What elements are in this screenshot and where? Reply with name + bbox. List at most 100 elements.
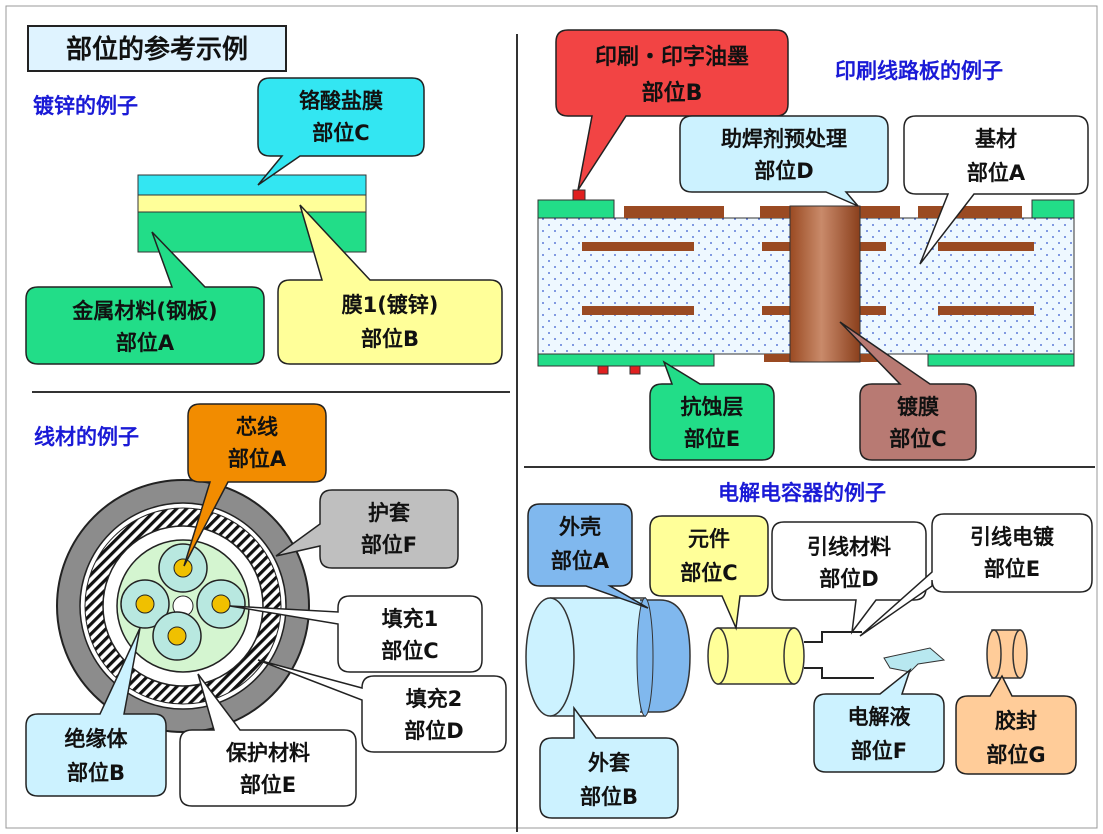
element-end <box>707 627 729 685</box>
conductors <box>120 543 246 661</box>
seal-line1: 胶封 <box>995 709 1037 733</box>
seal-line2: 部位G <box>986 743 1045 767</box>
callout-lead-plating: 引线电镀 部位E <box>859 513 1093 637</box>
callout-core: 芯线 部位A <box>183 403 327 567</box>
ink-line1: 印刷・印字油墨 <box>595 44 749 70</box>
base-line2: 部位A <box>967 161 1026 185</box>
film-line1: 膜1(镀锌) <box>342 293 439 317</box>
callout-plating: 镀膜 部位C <box>839 321 977 461</box>
chromate-line2: 部位C <box>312 121 369 145</box>
plating-line1: 镀膜 <box>897 395 939 419</box>
resist-line1: 抗蚀层 <box>681 395 744 419</box>
insulator-line1: 绝缘体 <box>65 727 129 751</box>
jacket-line2: 部位F <box>361 533 417 557</box>
page-title: 部位的参考示例 <box>66 34 248 65</box>
case-rim <box>636 597 654 717</box>
pcb-ink-mark <box>597 365 609 375</box>
electrolyte-line2: 部位F <box>851 739 907 763</box>
protective-line1: 保护材料 <box>225 741 310 765</box>
sleeve-line2: 部位B <box>580 785 638 809</box>
pcb-inner-trace <box>938 242 1034 251</box>
film-line2: 部位B <box>361 327 419 351</box>
callout-chromate: 铬酸盐膜 部位C <box>257 77 425 186</box>
flux-line1: 助焊剂预处理 <box>721 127 847 151</box>
electrolyte-drop <box>883 647 946 673</box>
lead-material-line1: 引线材料 <box>807 535 891 559</box>
pcb-top-resist-left <box>537 199 615 219</box>
callout-film: 膜1(镀锌) 部位B <box>277 204 503 365</box>
insulator-line2: 部位B <box>67 761 125 785</box>
electrolyte-line1: 电解液 <box>848 705 911 729</box>
callout-metal: 金属材料(钢板) 部位A <box>25 231 265 365</box>
pcb-title: 印刷线路板的例子 <box>835 59 1003 83</box>
lead-lower <box>804 667 874 679</box>
pcb-inner-trace <box>938 306 1034 315</box>
lead-upper <box>804 631 862 643</box>
filler2-line2: 部位D <box>404 719 463 743</box>
zinc-layer <box>137 194 367 213</box>
galvanized-title: 镀锌的例子 <box>33 94 138 118</box>
flux-line2: 部位D <box>754 159 813 183</box>
pcb-section: 印刷线路板的例子 印刷・印字油墨 部位B 助焊剂预处理 <box>537 29 1089 461</box>
callout-insulator: 绝缘体 部位B <box>25 627 167 797</box>
capacitor-section: 电解电容器的例子 外壳 部位A 元件 部位C <box>525 481 1093 819</box>
callout-flux: 助焊剂预处理 部位D <box>679 115 889 207</box>
pcb-via <box>789 205 861 363</box>
outer-frame <box>5 5 1098 829</box>
pcb-inner-trace <box>582 306 694 315</box>
pcb-bottom-resist-left <box>537 353 715 367</box>
callout-lead-material: 引线材料 部位D <box>771 521 927 635</box>
plating-line2: 部位C <box>889 427 946 451</box>
callout-filler2: 填充2 部位D <box>257 659 507 753</box>
case-line1: 外壳 <box>559 515 601 539</box>
filler1-line1: 填充1 <box>382 607 439 631</box>
callout-resist: 抗蚀层 部位E <box>649 360 775 461</box>
sleeve-line1: 外套 <box>588 751 630 775</box>
lead-plating-line2: 部位E <box>984 557 1040 581</box>
pcb-ink-mark <box>629 365 641 375</box>
callout-jacket: 护套 部位F <box>275 489 459 569</box>
page-title-box <box>27 25 287 72</box>
lead-plating-line1: 引线电镀 <box>970 525 1055 549</box>
callout-filler1: 填充1 部位C <box>229 595 483 673</box>
capacitor-title: 电解电容器的例子 <box>718 481 886 505</box>
pcb-top-trace-3 <box>918 206 1022 218</box>
chromate-layer <box>137 174 367 196</box>
metal-line1: 金属材料(钢板) <box>71 299 217 323</box>
callout-electrolyte: 电解液 部位F <box>813 667 945 773</box>
callout-protective: 保护材料 部位E <box>179 673 357 807</box>
filler1-line2: 部位C <box>381 639 438 663</box>
element-line1: 元件 <box>688 527 730 551</box>
core-line2: 部位A <box>228 447 287 471</box>
seal-end <box>1012 629 1028 679</box>
metal-line2: 部位A <box>116 331 175 355</box>
callout-sleeve: 外套 部位B <box>539 705 679 819</box>
pcb-top-trace-1 <box>624 206 724 218</box>
lead-material-line2: 部位D <box>819 567 878 591</box>
pcb-inner-trace <box>582 242 694 251</box>
ink-line2: 部位B <box>642 80 703 106</box>
resist-line2: 部位E <box>684 427 740 451</box>
pcb-bottom-resist-right <box>927 353 1075 367</box>
callout-case: 外壳 部位A <box>527 503 649 609</box>
wire-cross-section <box>56 479 310 733</box>
sleeve-end <box>525 597 575 717</box>
core-line1: 芯线 <box>236 415 278 439</box>
galvanized-section: 镀锌的例子 铬酸盐膜 部位C 金属材料(钢板) 部位A 膜1(镀锌) 部位B <box>25 77 503 365</box>
callout-base: 基材 部位A <box>903 115 1089 265</box>
element-line2: 部位C <box>680 561 737 585</box>
wire-section: 线材的例子 芯线 部位A <box>25 403 507 807</box>
callout-element: 元件 部位C <box>649 515 769 631</box>
wire-title: 线材的例子 <box>34 425 139 449</box>
chromate-line1: 铬酸盐膜 <box>299 89 383 113</box>
sleeve-body <box>550 598 640 716</box>
protective-line2: 部位E <box>240 773 296 797</box>
pcb-ink-mark <box>572 189 586 201</box>
element-body <box>717 627 795 685</box>
case-line2: 部位A <box>551 549 610 573</box>
jacket-line1: 护套 <box>368 501 410 525</box>
callout-ink: 印刷・印字油墨 部位B <box>555 29 789 191</box>
filler2-line1: 填充2 <box>406 687 463 711</box>
callout-seal: 胶封 部位G <box>955 674 1077 775</box>
